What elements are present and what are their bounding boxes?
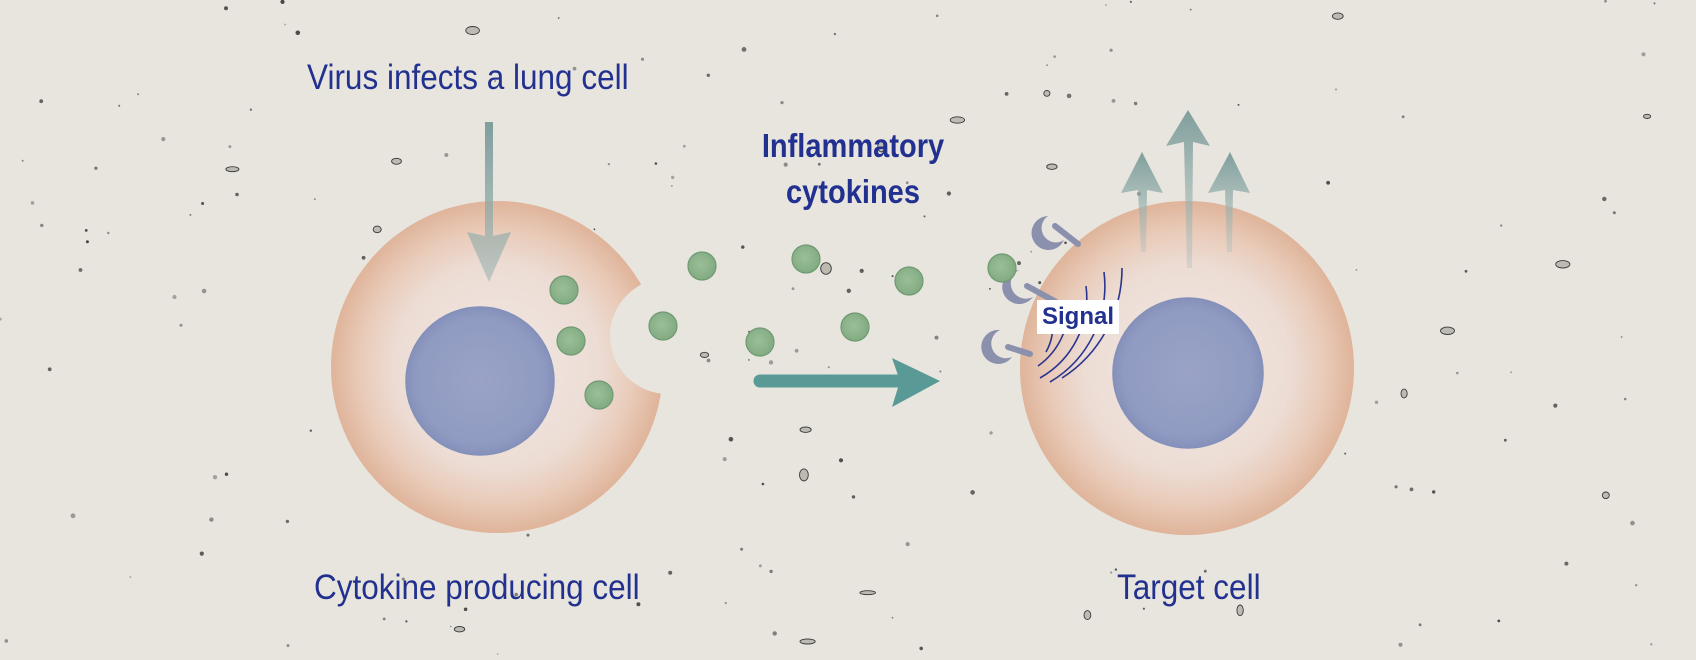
cytokine-dot [648,311,678,341]
producer-nucleus [405,306,555,456]
virus-label: Virus infects a lung cell [307,58,629,97]
cytokine-dot [791,244,821,274]
target-label: Target cell [1117,568,1261,607]
background-speckles [0,0,1656,655]
cytokine-dot [987,253,1017,283]
producer-label: Cytokine producing cell [314,568,640,607]
cytokine-dot [687,251,717,281]
cytokine-dot [584,380,614,410]
right-arrow-icon [753,358,940,407]
target-nucleus [1112,297,1264,449]
signal-label: Signal [1037,300,1120,334]
cytokine-producing-cell [331,201,663,533]
down-arrow-icon [467,122,511,282]
cytokine-dot [894,266,924,296]
cytokine-group [549,244,1017,410]
cytokine-dot [556,326,586,356]
target-cell [1020,201,1354,535]
cytokine-dot [745,327,775,357]
cytokine-dot [840,312,870,342]
cytokines-label: Inflammatory cytokines [736,123,970,215]
up-arrow-icon [1121,110,1250,268]
cytokine-dot [549,275,579,305]
cytokines-label-text: Inflammatory cytokines [761,127,945,210]
